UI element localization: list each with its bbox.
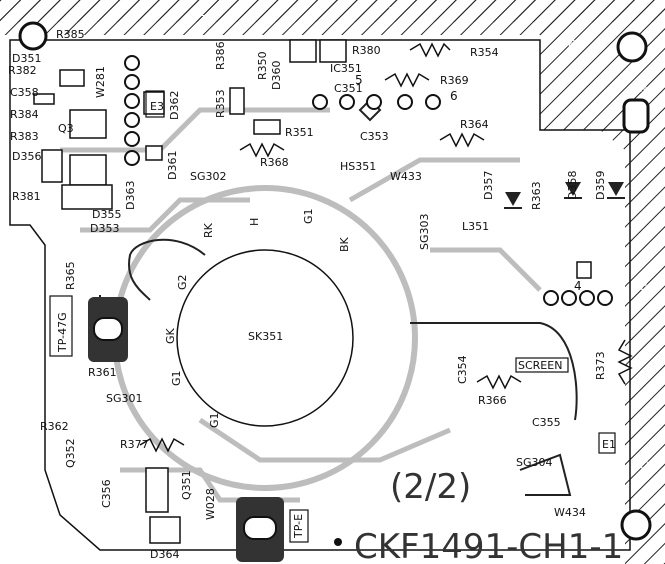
board-outline bbox=[9, 39, 631, 551]
label-q3: Q3 bbox=[58, 122, 74, 135]
label-d351: D351 bbox=[12, 52, 41, 65]
label-w281: W281 bbox=[94, 66, 107, 98]
label-sg304: SG304 bbox=[516, 456, 553, 469]
label-sg301: SG301 bbox=[106, 392, 143, 405]
edge-mark-a: A bbox=[640, 81, 649, 95]
label-r377: R377 bbox=[120, 438, 149, 451]
label-g1-bottom: G1 bbox=[208, 412, 221, 428]
sheet-number: (2/2) bbox=[390, 467, 471, 507]
diode-symbols bbox=[504, 182, 625, 209]
label-q352: Q352 bbox=[64, 438, 77, 468]
edge-mark-6: 6 bbox=[450, 89, 458, 103]
label-h: H bbox=[248, 218, 261, 226]
label-rk: RK bbox=[202, 222, 215, 238]
label-r361: R361 bbox=[88, 366, 117, 379]
label-d364: D364 bbox=[150, 548, 179, 561]
label-r385: R385 bbox=[56, 28, 85, 41]
label-d360: D360 bbox=[270, 61, 283, 90]
label-c351: C351 bbox=[334, 82, 363, 95]
label-r351: R351 bbox=[285, 126, 314, 139]
label-c358: C358 bbox=[10, 86, 39, 99]
label-screen: SCREEN bbox=[518, 359, 562, 372]
label-g2: G2 bbox=[176, 274, 189, 290]
label-g1-left: G1 bbox=[170, 370, 183, 386]
test-point-pad bbox=[88, 297, 128, 362]
edge-mark-4: 4 bbox=[574, 279, 582, 293]
label-d361: D361 bbox=[166, 151, 179, 180]
label-r380: R380 bbox=[352, 44, 381, 57]
resistor-symbols bbox=[139, 42, 633, 453]
label-d357: D357 bbox=[482, 171, 495, 200]
label-r369: R369 bbox=[440, 74, 469, 87]
edge-marks: A B C 1 2 4 5 6 8 bbox=[198, 5, 649, 473]
label-r373: R373 bbox=[594, 351, 607, 380]
label-l351: L351 bbox=[462, 220, 489, 233]
board-name: CKF1491-CH1-1 bbox=[354, 527, 623, 564]
board-name-dot bbox=[334, 538, 342, 546]
label-sg302: SG302 bbox=[190, 170, 227, 183]
label-d359: D359 bbox=[594, 171, 607, 200]
label-gk: GK bbox=[164, 327, 177, 344]
mounting-slot bbox=[622, 98, 650, 134]
label-w433: W433 bbox=[390, 170, 422, 183]
label-r383: R383 bbox=[10, 130, 39, 143]
label-r384: R384 bbox=[10, 108, 39, 121]
ground-hatch-top bbox=[0, 0, 665, 35]
component-labels: R385 R382 D351 C358 R384 R383 D356 R381 … bbox=[8, 28, 616, 561]
ground-hatch-right bbox=[540, 22, 665, 564]
label-r365: R365 bbox=[64, 261, 77, 290]
label-g1-top: G1 bbox=[302, 208, 315, 224]
label-r354: R354 bbox=[470, 46, 499, 59]
label-d358: D358 bbox=[566, 171, 579, 200]
mounting-hole bbox=[616, 31, 648, 63]
mounting-hole bbox=[18, 21, 48, 51]
label-q351: Q351 bbox=[180, 470, 193, 500]
boxed-labels bbox=[49, 90, 616, 543]
label-r350: R350 bbox=[256, 51, 269, 80]
label-r366: R366 bbox=[478, 394, 507, 407]
socket-inner-ring bbox=[176, 249, 354, 427]
label-r386: R386 bbox=[214, 41, 227, 70]
label-e3: E3 bbox=[150, 100, 164, 113]
label-c353: C353 bbox=[360, 130, 389, 143]
label-d363: D363 bbox=[124, 181, 137, 210]
label-d362: D362 bbox=[168, 91, 181, 120]
label-w434: W434 bbox=[554, 506, 586, 519]
label-ic351: IC351 bbox=[330, 62, 362, 75]
label-c354: C354 bbox=[456, 355, 469, 384]
label-d355: D355 bbox=[92, 208, 121, 221]
edge-mark-b: B bbox=[640, 279, 648, 293]
label-tp47g: TP-47G bbox=[56, 312, 69, 353]
label-e1: E1 bbox=[602, 438, 616, 451]
label-r353: R353 bbox=[214, 89, 227, 118]
edge-mark-2: 2 bbox=[198, 5, 206, 19]
label-r363: R363 bbox=[530, 181, 543, 210]
edge-mark-c: C bbox=[640, 459, 648, 473]
test-point-pad bbox=[236, 497, 284, 562]
label-r381: R381 bbox=[12, 190, 41, 203]
mounting-hole bbox=[620, 509, 652, 541]
label-r362: R362 bbox=[40, 420, 69, 433]
edge-mark-5: 5 bbox=[355, 73, 363, 87]
label-sk351: SK351 bbox=[248, 330, 283, 343]
label-d356: D356 bbox=[12, 150, 41, 163]
label-bk: BK bbox=[338, 236, 351, 252]
label-w028: W028 bbox=[204, 488, 217, 520]
label-r382: R382 bbox=[8, 64, 37, 77]
label-sg303: SG303 bbox=[418, 213, 431, 250]
label-hs351: HS351 bbox=[340, 160, 376, 173]
label-d353: D353 bbox=[90, 222, 119, 235]
component-bodies bbox=[33, 39, 592, 544]
label-c355: C355 bbox=[532, 416, 561, 429]
label-tp-e: TP-E bbox=[292, 514, 305, 539]
edge-mark-8: 8 bbox=[568, 37, 576, 51]
component-pads bbox=[124, 55, 613, 306]
label-c356: C356 bbox=[100, 479, 113, 508]
edge-mark-1: 1 bbox=[388, 5, 396, 19]
label-r368: R368 bbox=[260, 156, 289, 169]
label-r364: R364 bbox=[460, 118, 489, 131]
